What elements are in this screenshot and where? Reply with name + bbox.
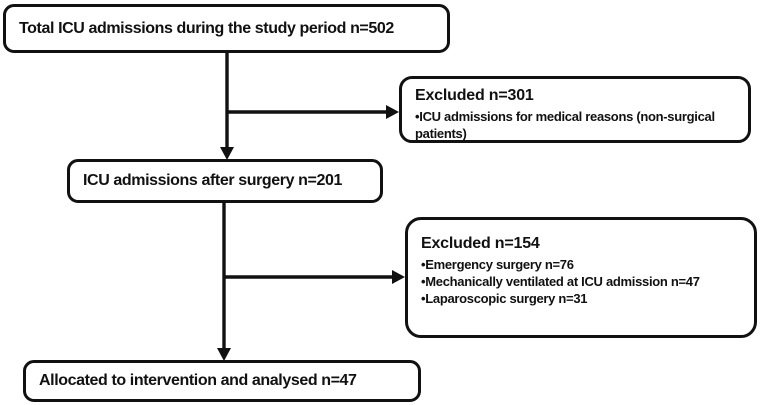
box-icu-admissions-after-surgery: ICU admissions after surgery n=201 (67, 159, 383, 203)
arrow-to-excluded-154-head (392, 270, 405, 284)
excluded-154-title: Excluded n=154 (421, 235, 540, 252)
excluded-154-reason-emergency: •Emergency surgery n=76 (421, 257, 574, 272)
box-icu-admissions-after-surgery-label: ICU admissions after surgery n=201 (83, 172, 342, 189)
box-excluded-154: Excluded n=154 •Emergency surgery n=76 •… (405, 217, 757, 338)
excluded-301-title: Excluded n=301 (415, 87, 534, 104)
excluded-154-reason-laparoscopic: •Laparoscopic surgery n=31 (421, 291, 588, 307)
arrow-to-excluded-301-head (386, 105, 399, 119)
box-allocated-intervention-label: Allocated to intervention and analysed n… (39, 372, 357, 389)
box-allocated-intervention: Allocated to intervention and analysed n… (23, 360, 421, 402)
excluded-154-reason-ventilated: •Mechanically ventilated at ICU admissio… (421, 274, 700, 290)
box-excluded-301: Excluded n=301 •ICU admissions for medic… (399, 76, 751, 143)
box-total-icu-admissions: Total ICU admissions during the study pe… (3, 4, 450, 53)
excluded-301-reason-medical: •ICU admissions for medical reasons (non… (415, 109, 715, 142)
box-total-icu-admissions-label: Total ICU admissions during the study pe… (19, 19, 394, 37)
